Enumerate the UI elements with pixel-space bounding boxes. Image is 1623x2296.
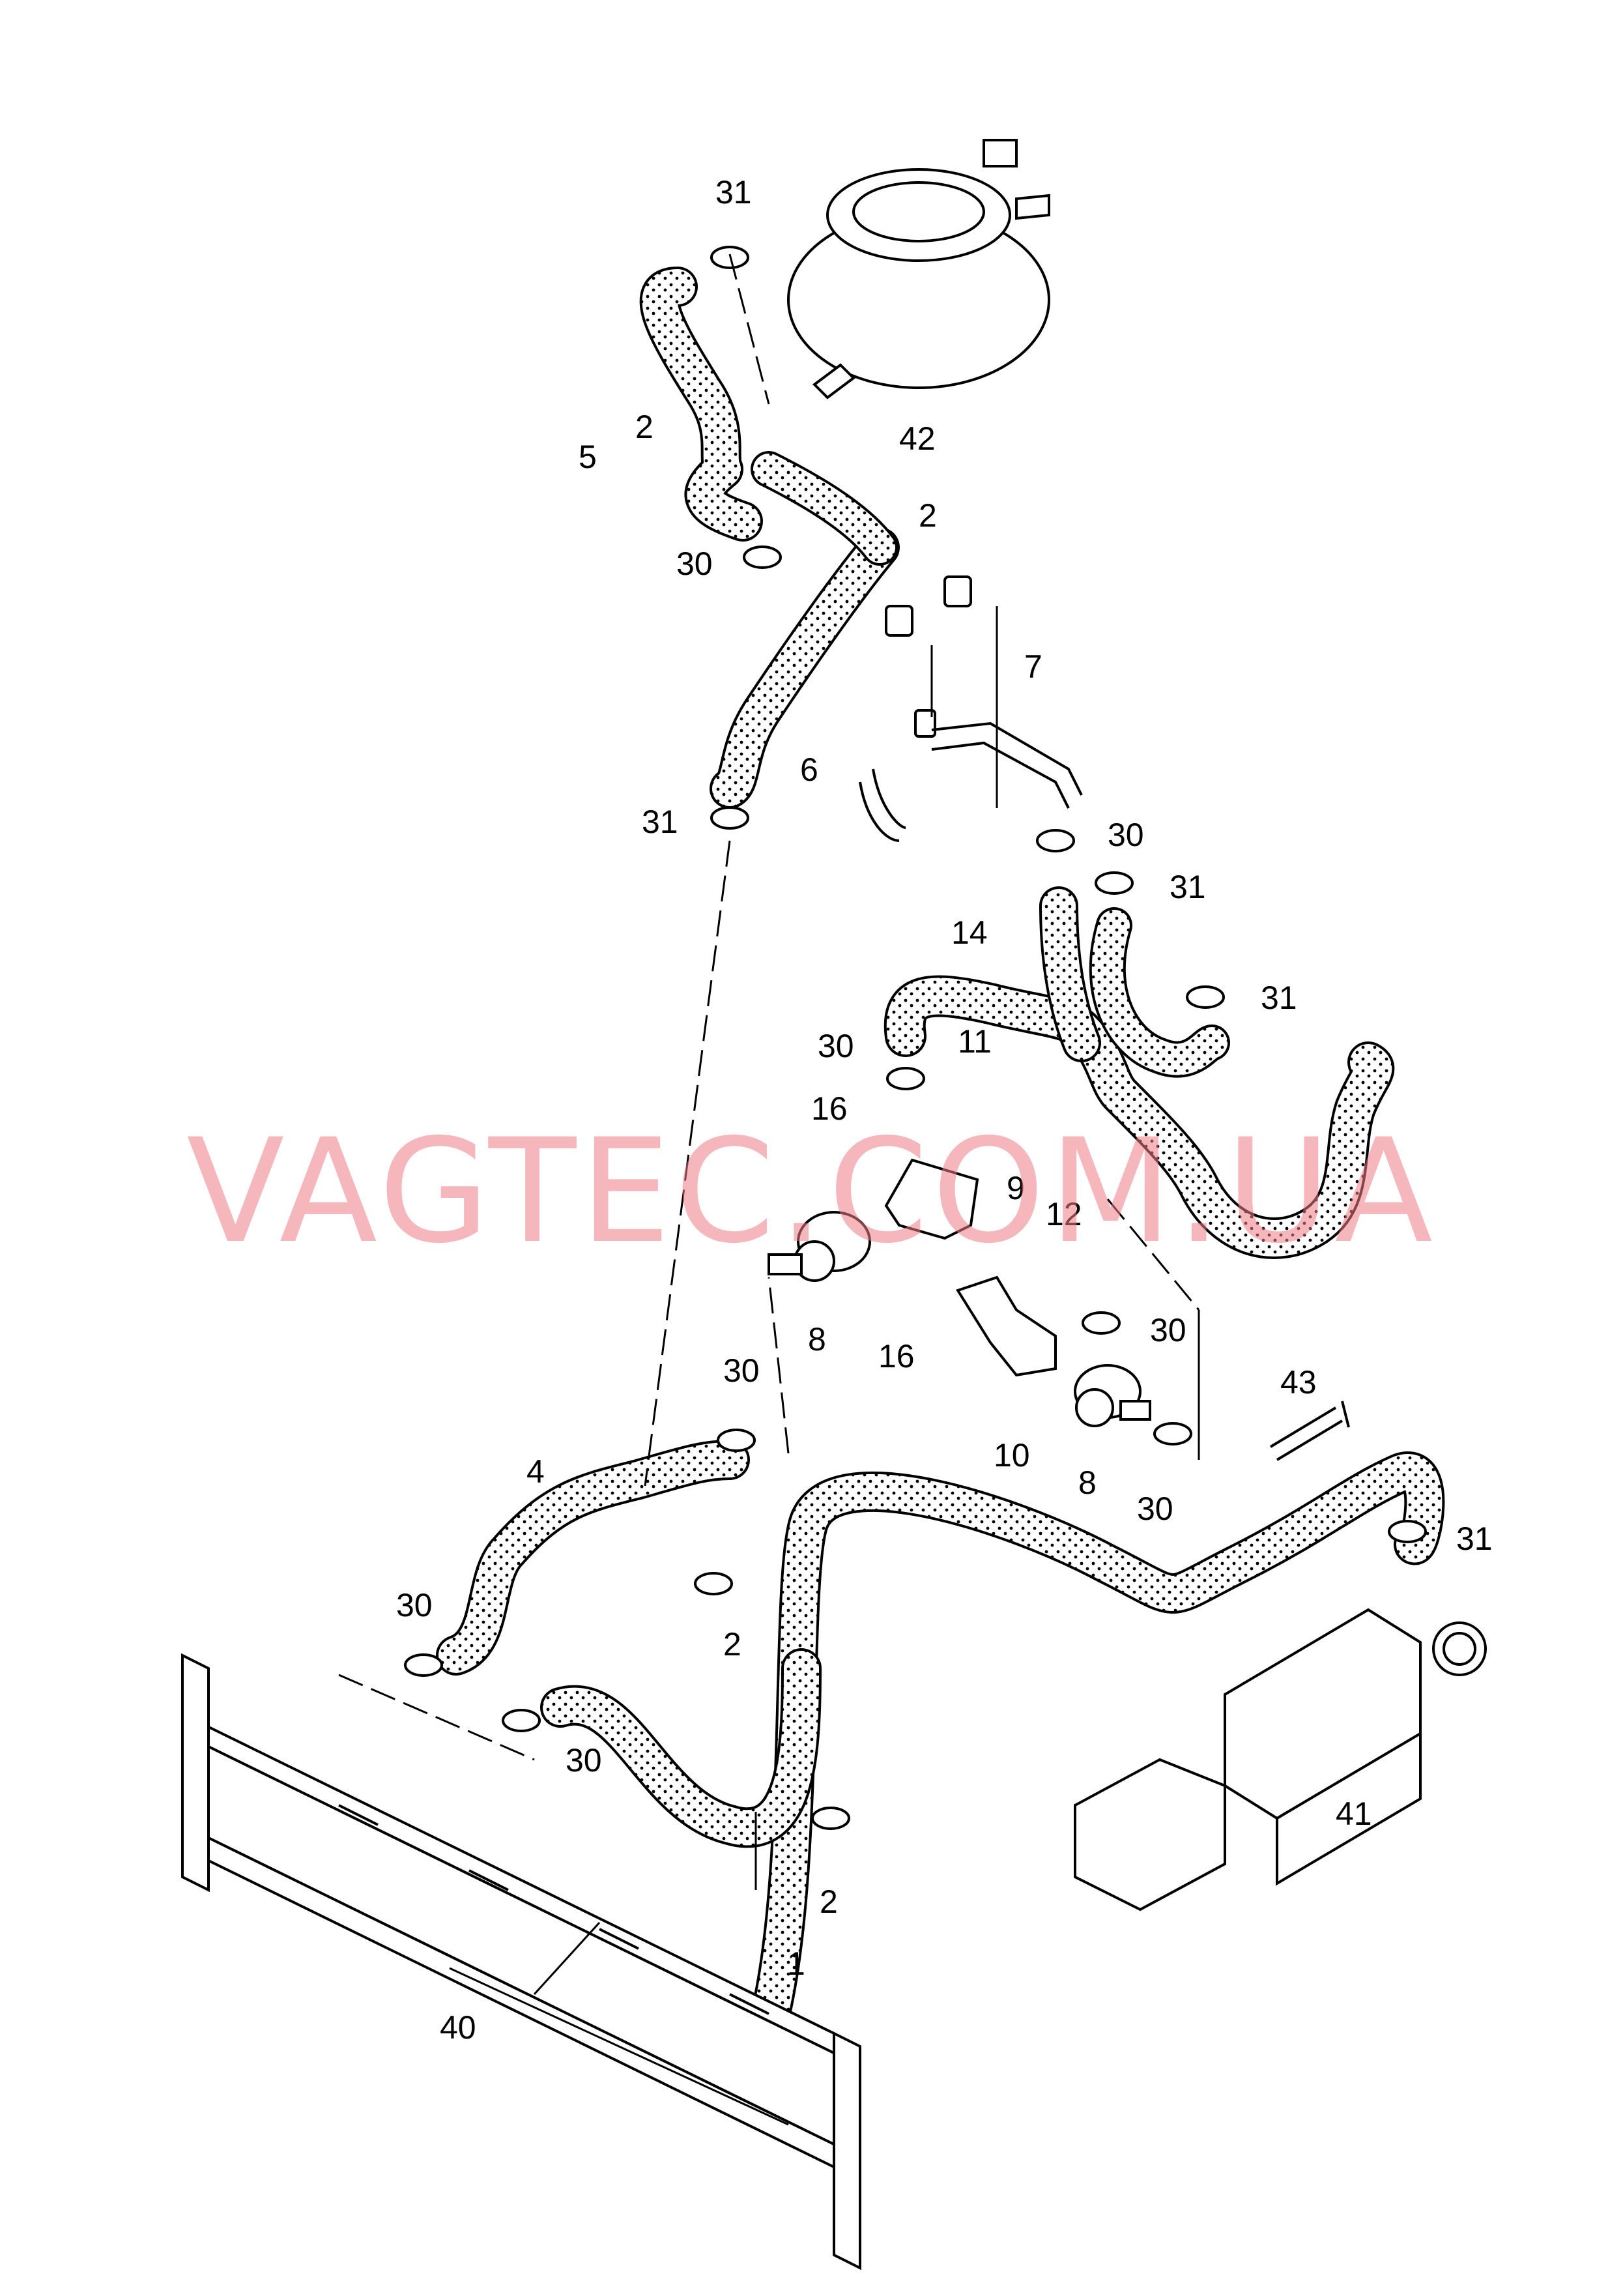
hose-14-vertical: [1042, 889, 1099, 1060]
callout-6: 6: [800, 751, 818, 788]
callout-30: 30: [396, 1587, 433, 1623]
callout-30: 30: [1150, 1312, 1186, 1348]
bracket-icon: [884, 1158, 1057, 1377]
callout-42: 42: [899, 420, 936, 457]
callout-30: 30: [818, 1028, 854, 1064]
callout-10: 10: [994, 1437, 1030, 1474]
hose-5: [642, 269, 760, 539]
callout-31: 31: [1456, 1520, 1493, 1557]
hose-group: [436, 267, 1445, 2073]
callout-43: 43: [1280, 1364, 1317, 1401]
callout-30: 30: [676, 545, 713, 582]
leader-lines: [338, 254, 1200, 2126]
hose-diagonal: [712, 530, 897, 806]
intercooler-icon: [1074, 1608, 1487, 1911]
callout-2: 2: [919, 497, 937, 534]
clamp-icon: [404, 246, 1427, 1830]
callout-31: 31: [642, 804, 678, 840]
callout-31: 31: [1261, 980, 1297, 1016]
callout-41: 41: [1336, 1795, 1372, 1832]
hose-43-icon: [1269, 1401, 1350, 1461]
callout-5: 5: [579, 439, 597, 475]
watermark: VAGTEC.COM.UA: [186, 1108, 1437, 1275]
hose-4: [438, 1442, 747, 1673]
callout-2: 2: [635, 409, 654, 445]
coolant-pump-icon: [768, 1211, 871, 1282]
callout-labels: 31 42 5 2 30 2 7 6 31 30 31 14 31 30 11 …: [396, 174, 1493, 2046]
callout-40: 40: [440, 2009, 476, 2046]
callout-2: 2: [723, 1626, 741, 1663]
callout-1: 1: [787, 1945, 805, 1982]
hose-tank-right: [753, 454, 895, 563]
callout-16: 16: [811, 1090, 848, 1127]
callout-14: 14: [951, 914, 988, 951]
callout-30: 30: [1137, 1490, 1173, 1527]
callout-16: 16: [878, 1338, 915, 1374]
callout-31: 31: [715, 174, 752, 211]
callout-2: 2: [820, 1883, 838, 1920]
callout-9: 9: [1007, 1170, 1025, 1206]
hose-radiator: [543, 1651, 819, 1846]
callout-30: 30: [723, 1352, 760, 1389]
callout-30: 30: [1108, 817, 1144, 853]
callout-11: 11: [958, 1023, 992, 1060]
callout-4: 4: [526, 1453, 545, 1490]
callout-31: 31: [1170, 869, 1206, 905]
hose-14: [886, 978, 1392, 1257]
pipe-6-icon: [859, 721, 1083, 842]
callout-12: 12: [1046, 1196, 1082, 1232]
hose-14-branch: [1091, 910, 1228, 1075]
callout-8: 8: [1078, 1464, 1097, 1501]
expansion-tank-icon: [787, 139, 1050, 400]
callout-30: 30: [566, 1742, 602, 1779]
callout-8: 8: [808, 1321, 826, 1358]
callout-7: 7: [1024, 648, 1042, 685]
connector-icon: [885, 575, 972, 738]
coolant-pump-icon: [1074, 1364, 1151, 1427]
radiator-icon: [181, 1653, 861, 2271]
